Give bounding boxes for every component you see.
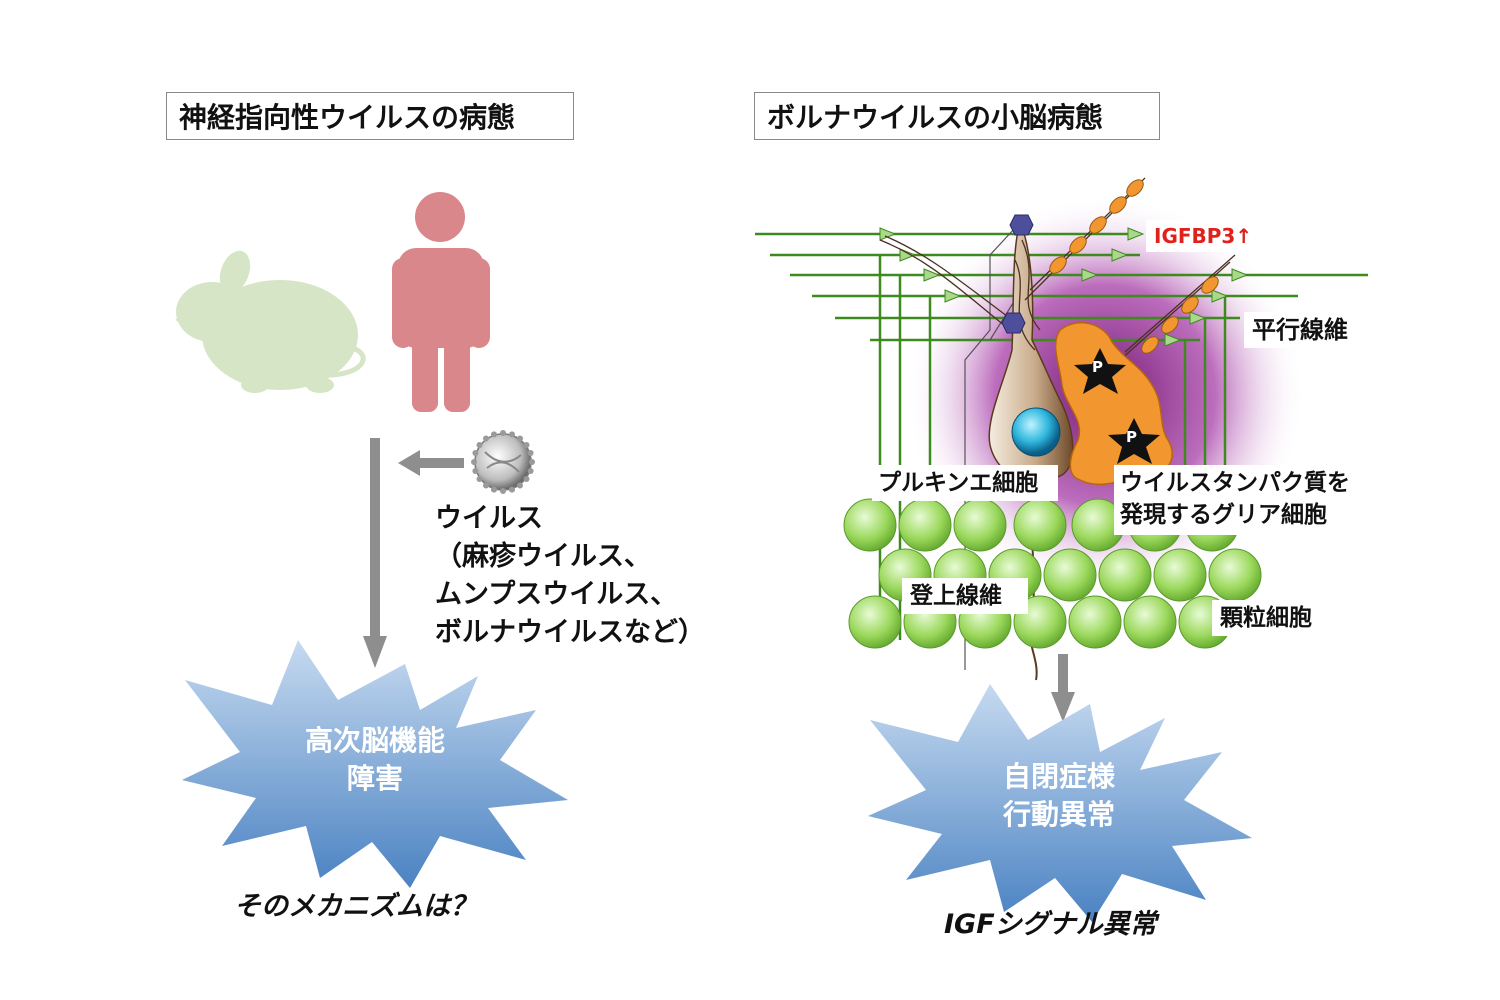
purkinje-nucleus: [1011, 407, 1061, 457]
granule-cell: [1153, 548, 1207, 602]
human-icon: [392, 192, 490, 412]
phospho-label-2: P: [1126, 428, 1137, 446]
parallel-fiber-label: 平行線維: [1244, 312, 1364, 348]
virus-spike: [500, 430, 506, 436]
right-caption: IGFシグナル異常: [944, 909, 1157, 940]
virus-spike: [509, 486, 515, 493]
left-burst-text: 高次脳機能 障害: [270, 722, 480, 798]
granule-cell: [848, 595, 902, 649]
virus-particle-icon: [471, 430, 535, 494]
virus-spike: [483, 435, 489, 442]
glia-label-line: 発現するグリア細胞: [1120, 502, 1327, 528]
burst-line: 行動異常: [1002, 798, 1115, 831]
infection-arrow: [398, 450, 464, 476]
downward-arrow-right: [1051, 654, 1075, 722]
virus-spike: [491, 486, 497, 493]
granule-cell: [1068, 595, 1122, 649]
virus-spike: [527, 468, 534, 474]
right-panel-title: ボルナウイルスの小脳病態: [754, 92, 1160, 140]
climbing-fiber-label: 登上線維: [902, 578, 1028, 614]
virus-spike: [517, 435, 523, 442]
igfbp3-label: IGFBP3↑: [1146, 220, 1262, 252]
granule-cells: [843, 498, 1262, 649]
virus-list: ウイルス （麻疹ウイルス、 ムンプスウイルス、 ボルナウイルスなど）: [435, 500, 705, 652]
burst-line: 障害: [346, 762, 403, 795]
virus-spike: [500, 488, 506, 494]
virus-spike: [472, 450, 479, 456]
downward-arrow: [363, 438, 387, 668]
virus-spike: [471, 459, 477, 465]
virus-spike: [491, 431, 497, 438]
synapse-triangles: [879, 227, 1249, 347]
receptor-icons: [1001, 214, 1034, 334]
granule-cell: [953, 498, 1007, 552]
virus-spike: [517, 482, 523, 489]
granule-cell: [1208, 548, 1262, 602]
granule-cell-label: 顆粒細胞: [1212, 600, 1338, 636]
glia-processes: [1049, 179, 1219, 354]
right-burst-text: 自閉症様 行動異常: [954, 758, 1164, 834]
granule-cell: [898, 498, 952, 552]
right-burst-shape: [868, 684, 1252, 922]
virus-line: （麻疹ウイルス、: [435, 541, 651, 572]
virus-spike: [509, 431, 515, 438]
burst-line: 高次脳機能: [304, 724, 445, 757]
phospho-star-2: [1108, 418, 1160, 464]
virus-spike: [529, 459, 535, 465]
granule-cell: [1013, 498, 1067, 552]
granule-cell: [1123, 595, 1177, 649]
virus-spike: [476, 476, 483, 482]
virus-line: ウイルス: [435, 503, 543, 534]
virus-spike: [523, 476, 530, 482]
virus-spike: [523, 442, 530, 448]
virus-spike: [527, 450, 534, 456]
left-burst-shape: [182, 640, 568, 888]
granule-cell: [1043, 548, 1097, 602]
glia-label-line: ウイルスタンパク質を: [1120, 470, 1350, 496]
granule-cell: [1098, 548, 1152, 602]
phospho-star-1: [1074, 348, 1126, 394]
purkinje-label: プルキンエ細胞: [872, 465, 1058, 501]
virus-line: ボルナウイルスなど）: [435, 617, 705, 648]
phospho-label-1: P: [1092, 358, 1103, 376]
burst-line: 自閉症様: [1002, 760, 1115, 793]
virus-spike: [483, 482, 489, 489]
left-caption: そのメカニズムは？: [234, 891, 477, 922]
virus-line: ムンプスウイルス、: [435, 579, 678, 610]
left-panel-title: 神経指向性ウイルスの病態: [166, 92, 574, 140]
climbing-fiber-lines: [964, 227, 1016, 670]
glia-label: ウイルスタンパク質を 発現するグリア細胞: [1114, 465, 1366, 535]
granule-cell: [843, 498, 897, 552]
virus-spike: [472, 468, 479, 474]
virus-spike: [476, 442, 483, 448]
mouse-icon: [175, 250, 366, 393]
